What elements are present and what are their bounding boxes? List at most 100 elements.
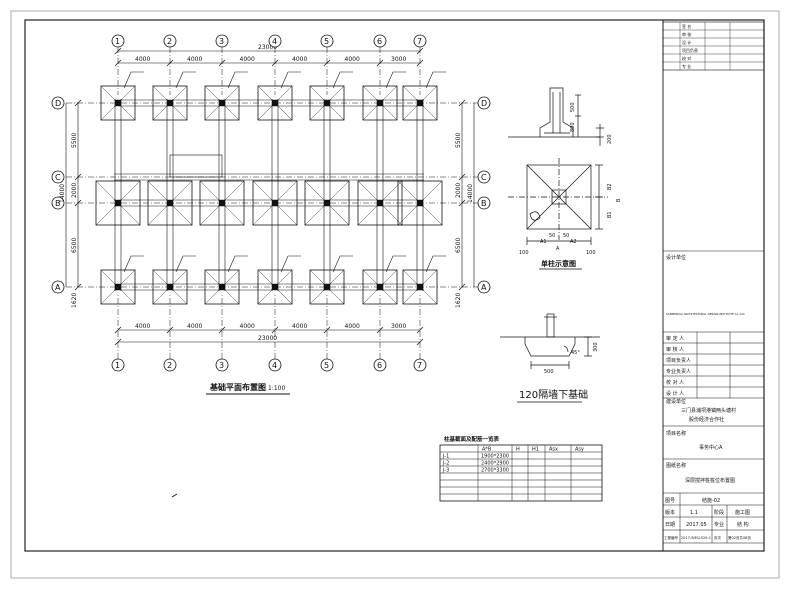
footing-3-6 bbox=[357, 180, 403, 226]
footing-table-header-4: Asx bbox=[549, 447, 558, 453]
footing-leader-1-1 bbox=[123, 71, 144, 89]
stair-frame bbox=[169, 154, 223, 178]
axis-number-top-7: 7 bbox=[417, 37, 422, 46]
vdim-tick-left-2 bbox=[74, 173, 82, 181]
axis-number-top-1: 1 bbox=[115, 37, 120, 46]
span-label-bottom-1: 4000 bbox=[135, 323, 150, 330]
revision-label-4: 校 对 bbox=[682, 55, 691, 61]
axis-bubble-right-4 bbox=[477, 280, 491, 294]
vspan-label-left-2: 2000 bbox=[71, 183, 78, 198]
axis-number-bottom-1: 1 bbox=[115, 361, 120, 370]
footing-leader-1-5 bbox=[332, 71, 353, 89]
column-4-7 bbox=[417, 284, 423, 290]
wall-footing-detail bbox=[500, 313, 600, 369]
footing-leader-1-4 bbox=[280, 71, 301, 89]
axis-number-top-2: 2 bbox=[167, 37, 172, 46]
inner-frame bbox=[24, 19, 765, 552]
dim-tick-bottom-1 bbox=[114, 326, 122, 334]
footing-table-cell-1-0: J-2 bbox=[442, 461, 449, 467]
column-1-7 bbox=[417, 100, 423, 106]
footing-table-header-5: Asy bbox=[575, 447, 584, 453]
footing-leader-4-5 bbox=[332, 255, 353, 273]
vdim-tick-right-2 bbox=[458, 173, 466, 181]
span-label-top-4: 4000 bbox=[292, 56, 307, 63]
footing-4-1 bbox=[100, 269, 136, 305]
column-plan-detail bbox=[508, 158, 608, 245]
project-name: 事务中心A bbox=[699, 444, 723, 451]
footing-1-4 bbox=[257, 85, 293, 121]
span-label-top-2: 4000 bbox=[187, 56, 202, 63]
total-label-top: 23000 bbox=[258, 44, 277, 51]
footing-leader-4-7 bbox=[425, 255, 446, 273]
axis-bubble-left-1 bbox=[51, 96, 65, 110]
footing-table-header-3: H1 bbox=[532, 447, 539, 453]
version-value: 1.1 bbox=[690, 510, 698, 516]
client-line2: 股份经济合作社 bbox=[689, 416, 724, 423]
design-unit-name: SANMENXIA ARCHITECTURAL DESIGN INSTITUTE… bbox=[666, 312, 745, 316]
col-dim-200: 200 bbox=[607, 134, 613, 144]
dim-tick-bottom-6 bbox=[376, 326, 384, 334]
footing-leader-4-4 bbox=[280, 255, 301, 273]
axis-bubble-top-5 bbox=[320, 34, 334, 48]
axis-bubble-bottom-7 bbox=[413, 358, 427, 372]
footing-table-header-1: A*B bbox=[482, 447, 492, 453]
role-label-2: 项目负责人 bbox=[666, 357, 691, 364]
revision-label-2: 设 计 bbox=[682, 39, 691, 45]
footing-table-cell-2-0: J-3 bbox=[442, 468, 449, 474]
col-dim-b2: B2 bbox=[607, 183, 613, 190]
axis-bubble-top-4 bbox=[268, 34, 282, 48]
dim-tick-bottom-2 bbox=[166, 326, 174, 334]
wall-detail-title: 120隔墙下基础 bbox=[519, 388, 588, 401]
code-value: 结施-02 bbox=[702, 497, 720, 504]
axis-bubble-top-7 bbox=[413, 34, 427, 48]
footing-1-7 bbox=[402, 85, 438, 121]
page-value: 第02页共08页 bbox=[728, 535, 751, 540]
axis-letter-left-4: A bbox=[55, 283, 61, 292]
span-label-bottom-6: 3000 bbox=[391, 323, 406, 330]
role-label-0: 审 定 人 bbox=[666, 335, 684, 342]
axis-number-bottom-2: 2 bbox=[167, 361, 172, 370]
date-label: 日期 bbox=[665, 522, 675, 528]
axis-letter-left-2: C bbox=[55, 173, 61, 182]
footing-3-7 bbox=[397, 180, 443, 226]
col-dim-100a: 100 bbox=[519, 250, 529, 256]
dim-tick-bottom-5 bbox=[323, 326, 331, 334]
span-label-bottom-2: 4000 bbox=[187, 323, 202, 330]
column-3-3 bbox=[219, 200, 225, 206]
col-dim-a: A bbox=[556, 246, 560, 252]
col-dim-50a: 50 bbox=[549, 233, 555, 239]
footing-leader-4-1 bbox=[123, 255, 144, 273]
column-detail-title: 单柱示意图 bbox=[541, 259, 576, 268]
role-label-4: 校 对 人 bbox=[666, 379, 684, 386]
axis-number-bottom-7: 7 bbox=[417, 361, 422, 370]
axis-bubble-top-1 bbox=[111, 34, 125, 48]
axis-letter-right-3: B bbox=[481, 199, 487, 208]
code-label: 图号 bbox=[665, 498, 675, 504]
axis-number-bottom-3: 3 bbox=[219, 361, 224, 370]
footing-table-header-2: H bbox=[516, 447, 520, 453]
vspan-label-left-1: 5500 bbox=[71, 133, 78, 148]
footing-1-2 bbox=[152, 85, 188, 121]
axis-letter-right-2: C bbox=[481, 173, 487, 182]
axis-number-bottom-6: 6 bbox=[377, 361, 382, 370]
column-1-4 bbox=[272, 100, 278, 106]
col-dim-100b: 100 bbox=[586, 250, 596, 256]
column-3-2 bbox=[167, 200, 173, 206]
col-dim-b1: B1 bbox=[607, 211, 613, 218]
project-no-value: 2017-SMSJ-029-1 bbox=[681, 536, 711, 540]
role-label-1: 审 核 人 bbox=[666, 346, 684, 353]
design-unit-label: 设计单位 bbox=[666, 254, 686, 261]
vspan-label-left-3: 6500 bbox=[71, 238, 78, 253]
axis-bubble-bottom-2 bbox=[163, 358, 177, 372]
column-4-1 bbox=[115, 284, 121, 290]
footing-table-cell-0-1: 1900*2300 bbox=[481, 454, 509, 460]
axis-letter-left-3: B bbox=[55, 199, 61, 208]
span-label-bottom-3: 4000 bbox=[240, 323, 255, 330]
axis-number-bottom-5: 5 bbox=[324, 361, 329, 370]
footing-4-6 bbox=[362, 269, 398, 305]
span-label-top-6: 3000 bbox=[391, 56, 406, 63]
revision-label-0: 签 名 bbox=[682, 23, 691, 29]
